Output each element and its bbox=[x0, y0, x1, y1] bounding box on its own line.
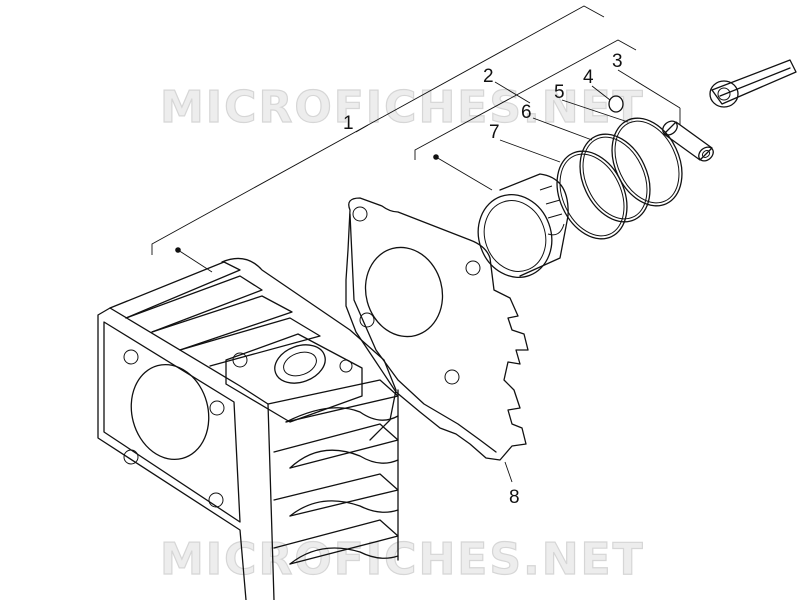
cylinder-block-illustration bbox=[97, 257, 399, 600]
watermark-top: MICROFICHES.NET bbox=[160, 82, 645, 133]
callout-5[interactable]: 5 bbox=[554, 82, 565, 103]
piston-pin-illustration bbox=[662, 120, 714, 162]
callout-2[interactable]: 2 bbox=[483, 66, 494, 87]
piston-illustration bbox=[477, 173, 569, 278]
bracket-kit-1 bbox=[151, 5, 605, 273]
callout-1[interactable]: 1 bbox=[343, 113, 354, 134]
callout-7[interactable]: 7 bbox=[489, 122, 500, 143]
callout-6[interactable]: 6 bbox=[521, 102, 532, 123]
connecting-rod-illustration bbox=[709, 59, 797, 108]
piston-rings-illustration bbox=[556, 117, 683, 240]
callout-8[interactable]: 8 bbox=[509, 487, 520, 508]
leader-lines bbox=[494, 69, 681, 483]
callout-3[interactable]: 3 bbox=[612, 51, 623, 72]
callout-4[interactable]: 4 bbox=[583, 67, 594, 88]
circlip-illustration bbox=[608, 95, 624, 113]
watermark-bottom: MICROFICHES.NET bbox=[160, 534, 645, 585]
gasket-illustration bbox=[345, 197, 529, 461]
